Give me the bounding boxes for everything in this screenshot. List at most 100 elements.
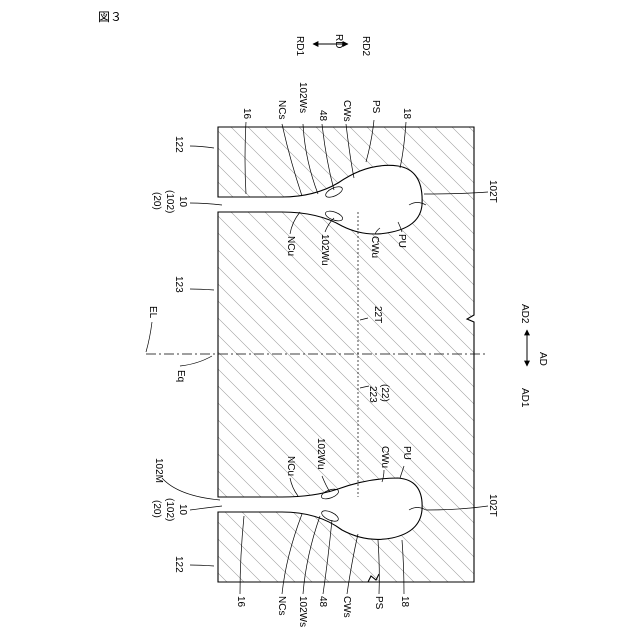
- label-48-bottom: 48: [317, 596, 328, 608]
- label-102wu-top: 102Wu: [319, 234, 330, 266]
- ad2-label: AD2: [519, 304, 530, 324]
- leader-102ws-top: [303, 124, 318, 194]
- hatch-line: [0, 110, 17, 610]
- label-102t-top: 102T: [487, 180, 498, 203]
- leader-48-bottom: [323, 520, 332, 594]
- hatch-line: [571, 110, 640, 610]
- figure-title: 図３: [98, 10, 122, 24]
- label-ncs-top: NCs: [276, 100, 287, 119]
- label-ncs-bottom: NCs: [276, 596, 287, 615]
- label-122-top: 122: [173, 136, 184, 153]
- hatch-line: [0, 110, 493, 610]
- label-102-top: (102): [164, 190, 175, 213]
- hatch-line: [622, 110, 640, 610]
- hatch-line: [231, 110, 640, 610]
- leader-102t-top: [424, 192, 488, 194]
- label-ps-top: PS: [370, 100, 381, 114]
- leader-ncs-top: [282, 124, 302, 196]
- label-cws-top: CWs: [341, 100, 352, 122]
- groove-bottom-detail-top: [409, 203, 426, 206]
- hatch-line: [605, 110, 640, 610]
- hatch-line: [0, 110, 323, 610]
- leader-102wu-bottom: [322, 476, 330, 492]
- hatch-line: [486, 110, 640, 610]
- label-pu-bottom: PU: [401, 446, 412, 460]
- label-ncu-bottom: NCu: [285, 456, 296, 476]
- hatch-line: [0, 110, 187, 610]
- hatch-line: [0, 110, 459, 610]
- hatch-line: [180, 110, 640, 610]
- hatch-line: [0, 110, 238, 610]
- hatch-line: [197, 110, 640, 610]
- label-48-top: 48: [317, 110, 328, 122]
- leader-cwu-bottom: [382, 470, 384, 482]
- hatch-line: [44, 110, 544, 610]
- label-10-bottom: 10: [177, 504, 188, 516]
- hatch-line: [384, 110, 640, 610]
- hatch-line: [0, 110, 136, 610]
- label-16-top: 16: [241, 108, 252, 120]
- leader-ps-top: [366, 120, 374, 162]
- hatch-line: [95, 110, 595, 610]
- hatch-line: [0, 110, 85, 610]
- hatch-line: [61, 110, 561, 610]
- label-102t-bottom: 102T: [487, 494, 498, 517]
- hatch-line: [554, 110, 640, 610]
- eq-label: Eq: [175, 370, 186, 382]
- rd-label: RD: [333, 34, 344, 48]
- groove-bottom-detail-bottom: [409, 508, 426, 511]
- hatch-line: [0, 110, 204, 610]
- label-20-top: (20): [151, 192, 162, 210]
- hatch-line: [146, 110, 640, 610]
- wall-ellipse-bottom-lower: [320, 509, 340, 524]
- label-cwu-top: CWu: [369, 236, 380, 258]
- label-102-bottom: (102): [164, 498, 175, 521]
- label-102ws-bottom: 102Ws: [297, 596, 308, 627]
- leader-102m: [162, 478, 220, 500]
- leader-ncu-top: [290, 212, 300, 234]
- hatch-line: [418, 110, 640, 610]
- label-cws-bottom: CWs: [341, 596, 352, 618]
- leader-10-bottom: [190, 506, 222, 510]
- label-122-bottom: 122: [173, 556, 184, 573]
- label-123: 123: [173, 276, 184, 293]
- label-223: 223: [367, 386, 378, 403]
- hatch-line: [0, 110, 255, 610]
- ad-label: AD: [537, 352, 548, 366]
- leader-102t-bottom: [426, 506, 488, 510]
- label-cwu-bottom: CWu: [379, 446, 390, 468]
- hatch-line: [0, 110, 425, 610]
- el-leader: [146, 322, 152, 352]
- wall-ellipse-top-upper: [324, 185, 344, 200]
- leader-122-top: [190, 146, 214, 148]
- hatch-line: [0, 110, 374, 610]
- hatch-line: [316, 110, 640, 610]
- eq-leader: [180, 356, 212, 366]
- label-10-top: 10: [177, 196, 188, 208]
- wall-ellipse-bottom-upper: [320, 487, 340, 501]
- el-label: EL: [147, 306, 158, 319]
- rd1-label: RD1: [294, 36, 305, 56]
- hatch-line: [503, 110, 640, 610]
- label-22: (22): [379, 384, 390, 402]
- leader-122-bottom: [190, 565, 214, 566]
- ad1-label: AD1: [519, 388, 530, 408]
- hatch-line: [0, 110, 34, 610]
- leader-18-bottom: [402, 540, 404, 594]
- label-18-top: 18: [401, 108, 412, 120]
- hatch-line: [282, 110, 640, 610]
- hatch-line: [214, 110, 640, 610]
- hatch-line: [0, 110, 102, 610]
- hatch-line: [367, 110, 640, 610]
- label-102wu-bottom: 102Wu: [315, 438, 326, 470]
- leader-48-top: [322, 124, 334, 190]
- leader-22t: [360, 318, 368, 320]
- hatch-line: [537, 110, 640, 610]
- hatch-line: [0, 110, 153, 610]
- label-ps-bottom: PS: [373, 596, 384, 610]
- wall-ellipse-top-lower: [324, 209, 344, 223]
- leader-cws-top: [346, 124, 354, 178]
- hatch-line: [78, 110, 578, 610]
- hatch-line: [27, 110, 527, 610]
